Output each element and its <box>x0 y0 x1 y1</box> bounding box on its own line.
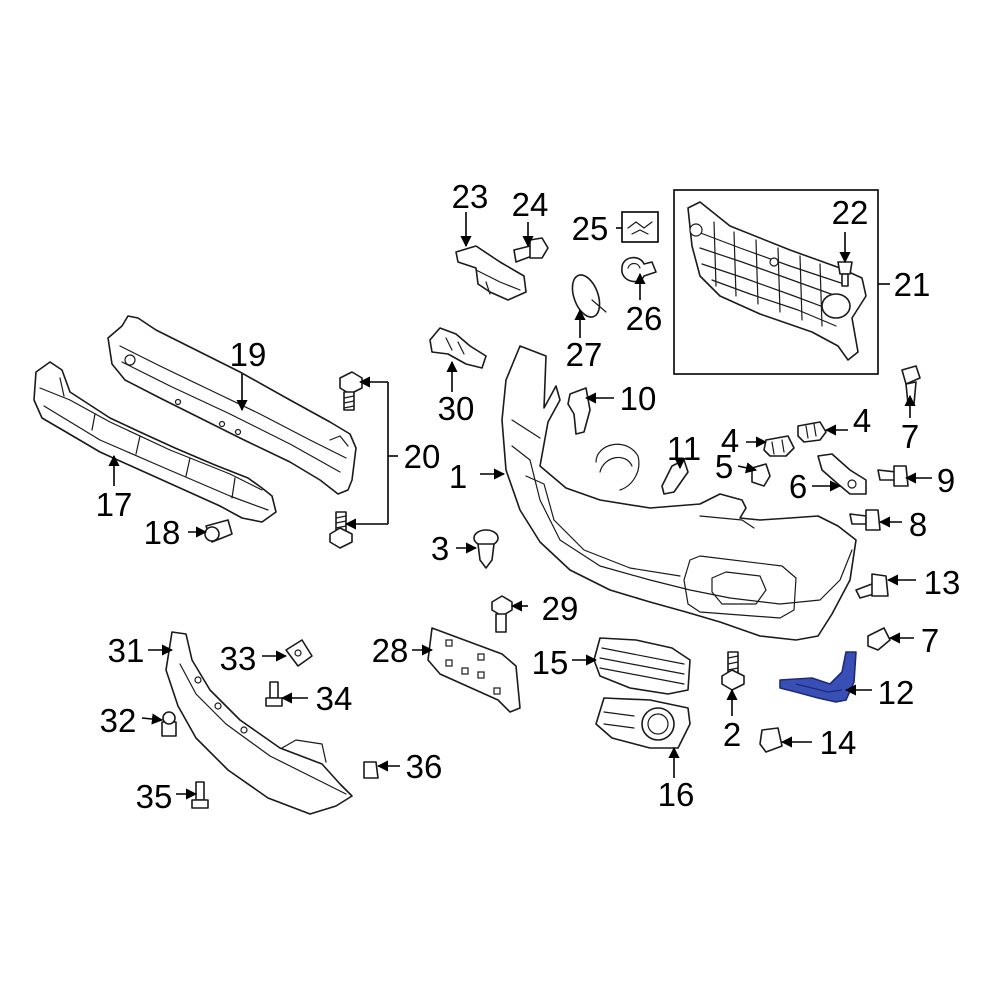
part-23-bracket[interactable] <box>455 245 527 301</box>
part-15-upper-insert[interactable] <box>593 637 691 695</box>
part-2-bolt[interactable] <box>721 651 745 691</box>
label-28: 28 <box>372 632 409 669</box>
part-35-bolt[interactable] <box>191 781 209 809</box>
part-1-bumper-cover[interactable] <box>501 345 857 641</box>
part-36-screw[interactable] <box>363 761 379 779</box>
part-26-hook[interactable] <box>621 256 657 283</box>
label-13: 13 <box>924 564 961 601</box>
part-34-bolt[interactable] <box>265 681 283 707</box>
part-17-energy-absorber[interactable] <box>33 361 277 523</box>
part-9-bolt[interactable] <box>877 465 909 487</box>
label-22: 22 <box>832 194 869 231</box>
label-15: 15 <box>532 644 569 681</box>
part-20-lower-bolt[interactable] <box>329 511 353 549</box>
label-9: 9 <box>937 462 955 499</box>
part-12-bracket-highlighted[interactable] <box>779 651 857 703</box>
label-10: 10 <box>620 380 657 417</box>
part-24-bolt[interactable] <box>513 237 549 263</box>
part-22-screw[interactable] <box>837 261 853 287</box>
part-29-bolt[interactable] <box>491 595 513 633</box>
label-19: 19 <box>230 336 267 373</box>
part-33-nut[interactable] <box>285 639 313 667</box>
label-21: 21 <box>894 266 931 303</box>
label-34: 34 <box>316 680 353 717</box>
label-31: 31 <box>108 632 145 669</box>
label-18: 18 <box>144 514 181 551</box>
label-4-left: 4 <box>721 422 739 459</box>
part-31-deflector[interactable] <box>165 631 353 815</box>
part-20-upper-bolt[interactable] <box>339 371 363 411</box>
part-16-fog-lamp-bezel[interactable] <box>595 697 691 749</box>
label-35: 35 <box>136 778 173 815</box>
label-4-right: 4 <box>853 402 871 439</box>
leader-lines <box>108 212 932 800</box>
label-14: 14 <box>820 724 857 761</box>
part-25-clip[interactable] <box>621 211 659 243</box>
part-6-bracket[interactable] <box>817 453 867 495</box>
label-24: 24 <box>512 186 549 223</box>
part-7-screw-upper[interactable] <box>901 365 921 405</box>
part-14-nut[interactable] <box>759 727 783 753</box>
label-12: 12 <box>878 674 915 711</box>
label-1: 1 <box>449 458 467 495</box>
label-5: 5 <box>715 448 733 485</box>
label-26: 26 <box>626 300 663 337</box>
label-6: 6 <box>789 468 807 505</box>
part-7-screw-lower[interactable] <box>867 627 891 651</box>
label-25: 25 <box>572 210 609 247</box>
label-7-lower: 7 <box>921 622 939 659</box>
label-33: 33 <box>220 640 257 677</box>
label-30: 30 <box>438 390 475 427</box>
label-23: 23 <box>452 178 489 215</box>
label-7-upper: 7 <box>901 418 919 455</box>
part-28-license-bracket[interactable] <box>427 627 521 713</box>
part-4-clip-left[interactable] <box>763 435 795 457</box>
part-30-bracket[interactable] <box>429 327 487 369</box>
label-11: 11 <box>667 430 701 467</box>
label-32: 32 <box>100 702 137 739</box>
part-18-clip[interactable] <box>204 519 233 543</box>
label-27: 27 <box>566 336 603 373</box>
part-32-pin[interactable] <box>161 711 177 737</box>
label-2: 2 <box>723 716 741 753</box>
part-3-push-pin[interactable] <box>473 529 499 569</box>
part-8-bolt[interactable] <box>849 509 881 531</box>
callout-labels: 1 2 3 4 4 5 6 7 7 8 9 10 11 12 13 14 15 … <box>96 178 961 815</box>
part-4-clip-right[interactable] <box>797 421 827 443</box>
label-36: 36 <box>406 748 443 785</box>
part-10-bracket[interactable] <box>567 387 591 435</box>
label-29: 29 <box>542 590 579 627</box>
part-5-screw[interactable] <box>751 463 771 487</box>
part-21-grille-assembly[interactable] <box>673 189 879 375</box>
label-8: 8 <box>909 506 927 543</box>
part-19-reinforcement-beam[interactable] <box>107 315 357 495</box>
label-20: 20 <box>404 438 441 475</box>
label-17: 17 <box>96 486 133 523</box>
part-27-cover[interactable] <box>567 271 607 321</box>
label-16: 16 <box>658 776 695 813</box>
label-3: 3 <box>431 530 449 567</box>
part-13-bolt[interactable] <box>855 573 889 599</box>
